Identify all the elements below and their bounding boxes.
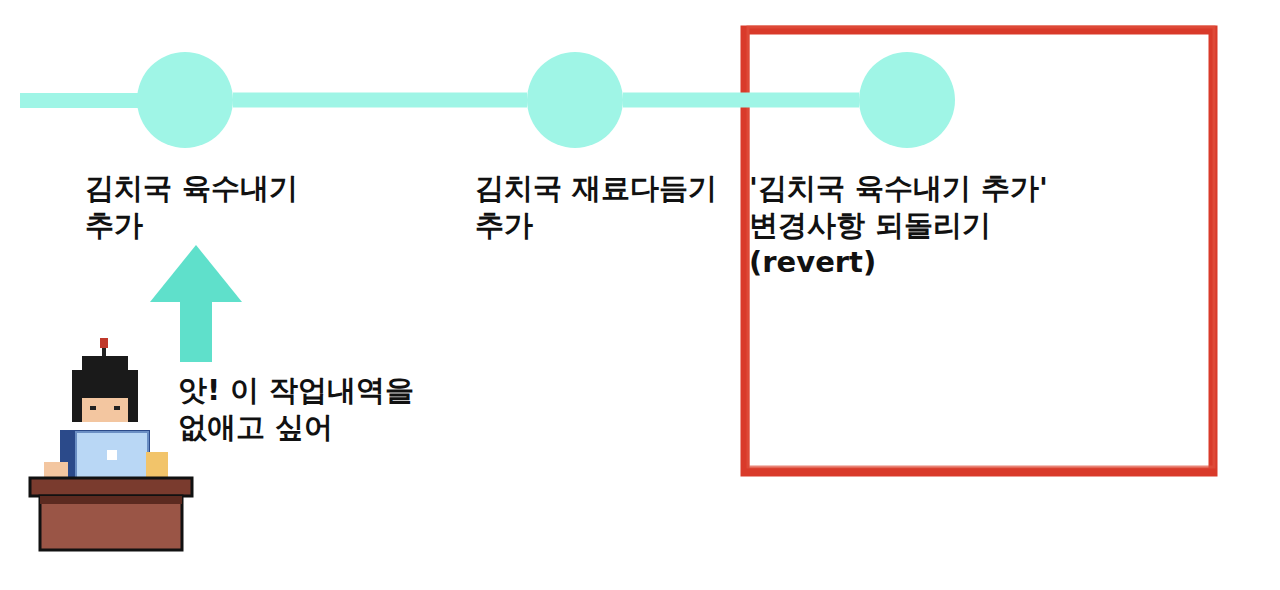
commit-circle: 김치국 육수내기 추가 <box>137 52 233 148</box>
developer-figure <box>30 338 192 550</box>
commit-label: 김치국 육수내기 추가 <box>85 170 335 244</box>
commit-label: 김치국 재료다듬기 추가 <box>475 170 733 244</box>
speech-note: 앗! 이 작업내역을 없애고 싶어 <box>178 372 440 446</box>
commit-label: '김치국 육수내기 추가' 변경사항 되돌리기 (revert) <box>749 170 1084 281</box>
up-arrow <box>150 245 242 362</box>
timeline-segment <box>623 93 859 108</box>
timeline-start <box>20 93 145 108</box>
timeline-segment <box>233 93 527 108</box>
commit-circle: '김치국 육수내기 추가' 변경사항 되돌리기 (revert) <box>859 52 955 148</box>
commit-circle: 김치국 재료다듬기 추가 <box>527 52 623 148</box>
